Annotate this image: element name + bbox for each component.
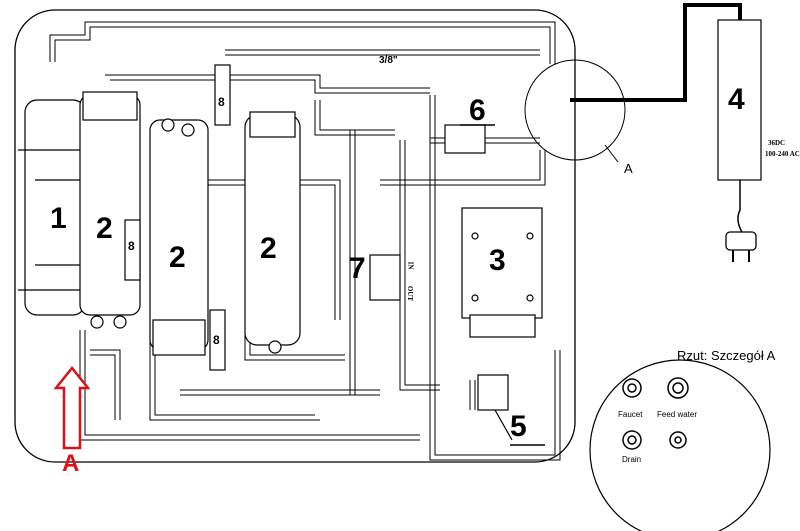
detail-label-feed-water: Feed water (657, 410, 698, 419)
label-tube-size: 3/8" (379, 55, 398, 66)
label-check-8c: 8 (213, 333, 220, 347)
label-inlet-marker: A (62, 450, 80, 477)
label-transformer-4: 4 (728, 83, 745, 116)
solenoid-6-body (444, 124, 486, 154)
label-power-dc: 36DC (768, 139, 786, 147)
inlet-arrow-icon (53, 365, 91, 450)
detail-a-view-circle (589, 359, 771, 531)
label-prefilter-2b: 2 (169, 241, 186, 274)
detail-view-title: Rzut: Szczegół A (677, 348, 776, 363)
label-flow-7: 7 (349, 252, 366, 285)
label-detail-callout: A (624, 161, 633, 176)
detail-label-faucet: Faucet (618, 410, 643, 419)
power-cable (570, 3, 742, 102)
prefilter-1-housing (18, 99, 92, 316)
label-prefilter-1: 1 (50, 202, 67, 235)
label-pump-3: 3 (489, 244, 506, 277)
detail-label-drain: Drain (622, 455, 642, 464)
label-check-8b: 8 (218, 95, 225, 109)
label-flow-in: IN (406, 261, 415, 270)
pressure-switch-5-body (477, 374, 509, 411)
detail-a-callout-circle (524, 59, 626, 161)
label-membrane-2c: 2 (260, 232, 277, 265)
power-cord (737, 180, 743, 233)
pump-3-body (461, 207, 543, 338)
check-valves (124, 64, 231, 371)
membrane-2c-housing (244, 111, 301, 354)
detail-a-leader (604, 144, 619, 163)
label-prefilter-2a: 2 (96, 212, 113, 245)
label-power-ac: 100-240 AC (765, 150, 800, 158)
detail-a-ports (622, 377, 689, 450)
label-pressure-switch-5: 5 (510, 410, 527, 443)
prefilter-2b-housing (149, 118, 209, 356)
flow-7-body (369, 254, 401, 301)
label-check-8a: 8 (128, 239, 135, 253)
leader-5b (494, 409, 513, 441)
label-flow-out: OUT (406, 285, 415, 302)
power-plug (725, 231, 757, 251)
prefilter-2a-housing (79, 91, 141, 329)
unit-frame (14, 9, 576, 463)
label-solenoid-6: 6 (469, 94, 486, 127)
transformer-4-body (717, 19, 762, 181)
